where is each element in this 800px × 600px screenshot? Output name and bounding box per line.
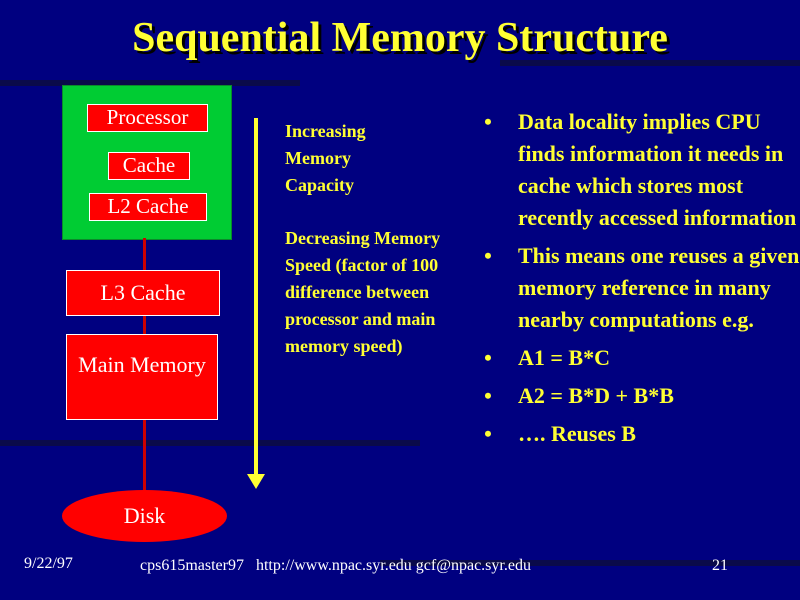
bullet-dot: • — [484, 243, 492, 268]
connector-line — [143, 238, 146, 270]
speed-text: Decreasing Memory Speed (factor of 100 d… — [285, 228, 441, 356]
processor-label: Processor — [87, 104, 208, 132]
background-stripe — [500, 60, 800, 66]
downward-arrow — [254, 118, 258, 478]
slide-title: Sequential Memory Structure — [132, 15, 668, 61]
capacity-text: Increasing Memory Capacity — [285, 121, 366, 195]
bullet-dot: • — [484, 345, 492, 370]
bullet-list: • Data locality implies CPU finds informa… — [478, 106, 800, 456]
footer-center: cps615master97 http://www.npac.syr.edu g… — [140, 557, 531, 574]
bullet-text: …. Reuses B — [518, 421, 636, 446]
bullet-item: • This means one reuses a given memory re… — [478, 240, 800, 336]
cache-label: Cache — [108, 152, 190, 180]
footer-date: 9/22/97 — [24, 555, 73, 572]
bullet-text: A1 = B*C — [518, 345, 610, 370]
background-stripe — [0, 440, 420, 446]
bullet-dot: • — [484, 109, 492, 134]
main-memory-box: Main Memory — [66, 334, 218, 420]
l2-cache-label: L2 Cache — [89, 193, 207, 221]
bullet-text: A2 = B*D + B*B — [518, 383, 674, 408]
bullet-dot: • — [484, 383, 492, 408]
bullet-item: • A1 = B*C — [478, 342, 800, 374]
bullet-item: • Data locality implies CPU finds informa… — [478, 106, 800, 234]
connector-line — [143, 314, 146, 334]
bullet-highlight: Data locality — [518, 109, 638, 134]
connector-line — [143, 420, 146, 490]
bullet-item: • …. Reuses B — [478, 418, 800, 450]
background-stripe — [0, 80, 300, 86]
background-stripe — [380, 560, 800, 566]
l3-cache-box: L3 Cache — [66, 270, 220, 316]
bullet-dot: • — [484, 421, 492, 446]
disk-ellipse: Disk — [62, 490, 227, 542]
arrow-head-icon — [247, 474, 265, 489]
page-number: 21 — [712, 557, 728, 574]
bullet-text: implies CPU finds information it needs i… — [518, 109, 797, 230]
bullet-text: This means one reuses a given memory ref… — [518, 243, 800, 332]
bullet-item: • A2 = B*D + B*B — [478, 380, 800, 412]
